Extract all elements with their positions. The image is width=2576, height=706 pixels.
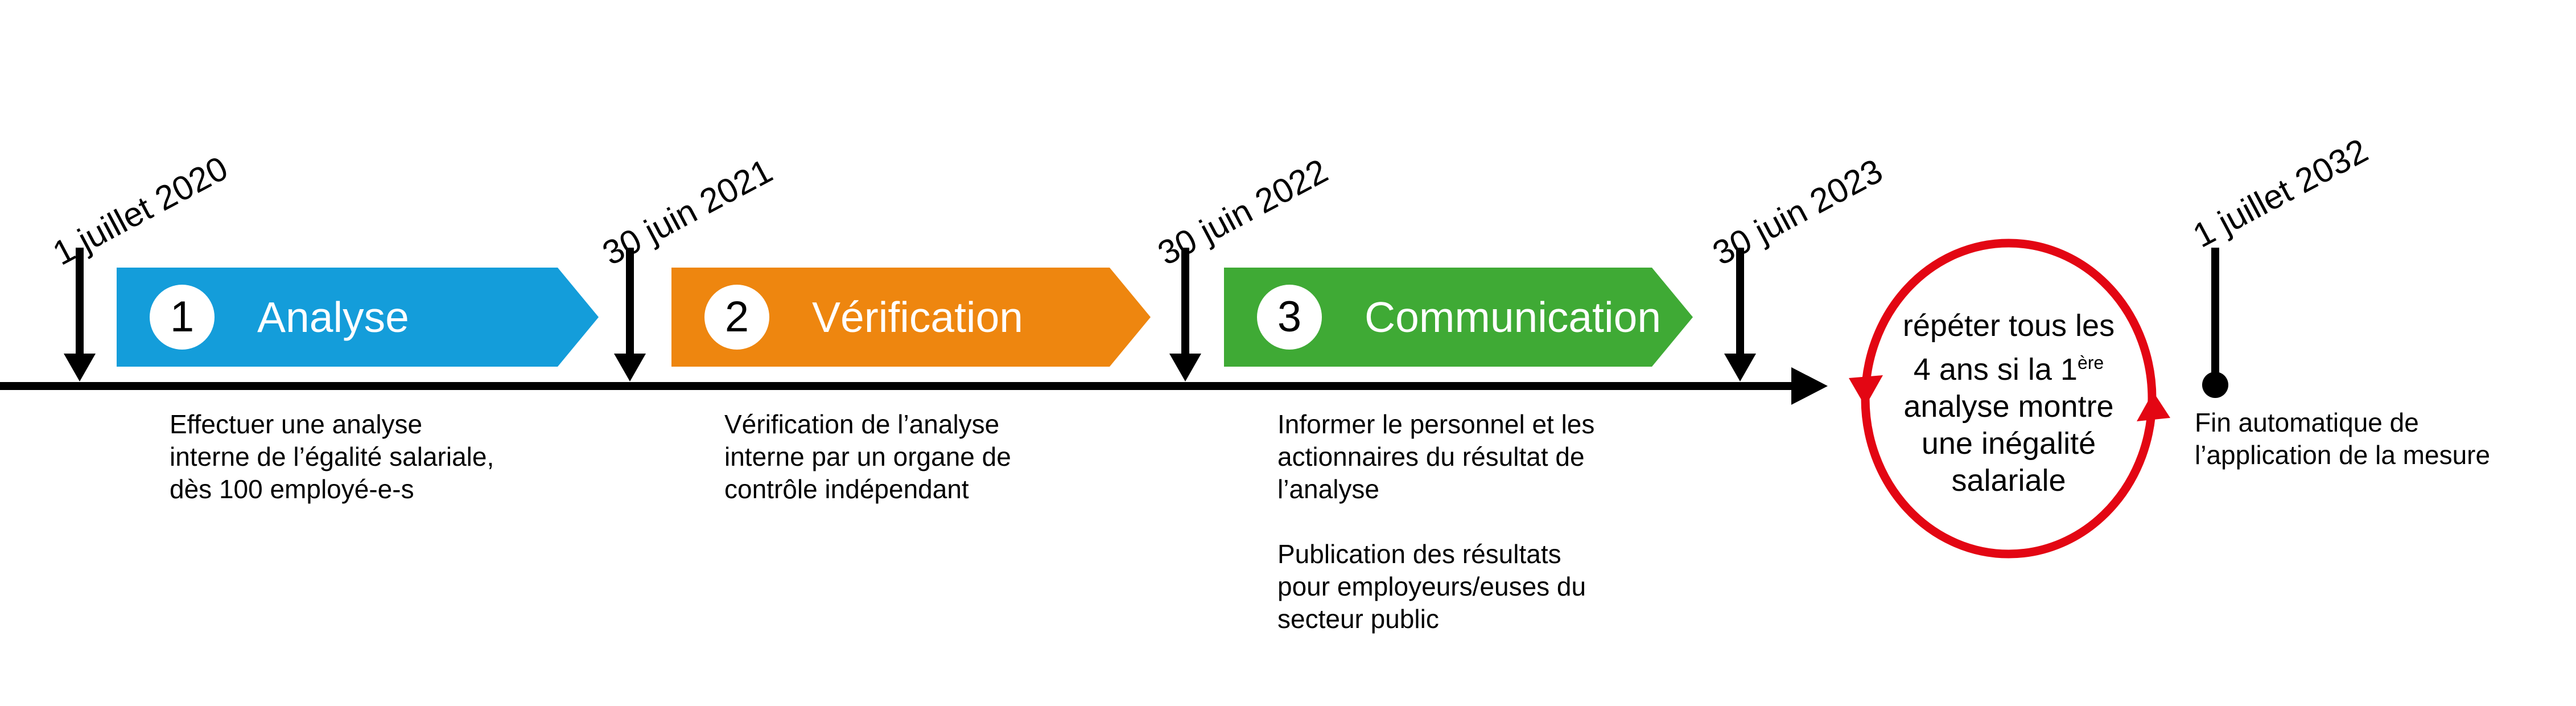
phase-chevron-analyse: 1 Analyse xyxy=(117,268,599,367)
phase-number-badge: 1 xyxy=(150,285,215,350)
phase-number: 1 xyxy=(170,293,195,341)
end-marker-2032 xyxy=(2202,248,2228,398)
down-arrowhead-icon xyxy=(64,354,96,381)
phase-description-verification: Vérification de l’analyse interne par un… xyxy=(724,409,1011,504)
repeat-note-line: une inégalité xyxy=(1921,426,2096,461)
phase-chevron-verification: 2 Vérification xyxy=(671,268,1151,367)
repeat-arrow-down-icon xyxy=(1849,375,1883,407)
phase-label: Communication xyxy=(1365,293,1662,341)
phase-number-badge: 3 xyxy=(1257,285,1322,350)
timeline-axis xyxy=(0,367,1828,405)
down-arrowhead-icon xyxy=(614,354,646,381)
date-marker-arrow-2021 xyxy=(614,248,646,381)
phase-description-analyse: Effectuer une analyse interne de l’égali… xyxy=(170,409,494,504)
phase-label: Analyse xyxy=(257,293,409,341)
repeat-note-line: répéter tous les xyxy=(1902,309,2115,343)
repeat-note: répéter tous les 4 ans si la 1ère analys… xyxy=(1883,307,2134,499)
repeat-note-line: analyse montre xyxy=(1903,389,2114,424)
end-dot-icon xyxy=(2202,372,2228,398)
phase-label: Vérification xyxy=(812,293,1024,341)
repeat-note-line: salariale xyxy=(1951,463,2066,498)
end-note: Fin automatique de l’application de la m… xyxy=(2195,408,2491,470)
date-marker-arrow-2023 xyxy=(1724,248,1756,381)
timeline-axis-arrowhead-icon xyxy=(1791,367,1828,405)
phase-chevron-communication: 3 Communication xyxy=(1224,268,1693,367)
phase-description-communication-publication: Publication des résultats pour employeur… xyxy=(1277,539,1586,634)
repeat-arrow-up-icon xyxy=(2137,392,2170,421)
repeat-note-line: 4 ans si la 1ère xyxy=(1913,352,2104,387)
phase-description-communication: Informer le personnel et les actionnaire… xyxy=(1277,409,1595,504)
down-arrowhead-icon xyxy=(1724,354,1756,381)
date-marker-arrow-2022 xyxy=(1169,248,1201,381)
date-marker-arrow-2020 xyxy=(64,248,96,381)
phase-number-badge: 2 xyxy=(704,285,769,350)
phase-number: 2 xyxy=(724,293,749,341)
phase-number: 3 xyxy=(1277,293,1302,341)
down-arrowhead-icon xyxy=(1169,354,1201,381)
repeat-cycle xyxy=(1849,239,2170,559)
ordinal-superscript: ère xyxy=(2077,352,2104,373)
